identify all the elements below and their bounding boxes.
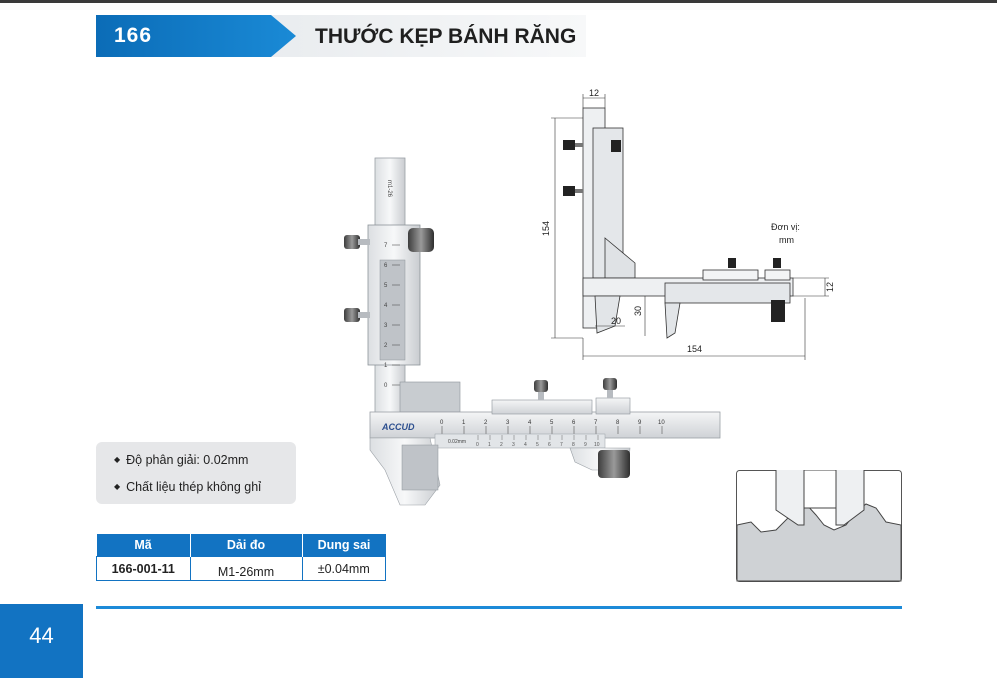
vernier-tick-label: 9 [584,442,587,448]
bullet-icon: ◆ [114,455,121,464]
screw-icon [728,258,736,268]
vtick-label: 7 [384,243,388,249]
page-number: 44 [0,604,83,678]
htick-label: 5 [550,420,554,426]
screw-icon [563,140,575,150]
unit-label: Đơn vị: [771,222,800,232]
vtick-label: 2 [384,343,388,349]
bullet-icon: ◆ [114,482,121,491]
htick-label: 6 [572,420,576,426]
dim-length: 154 [687,344,702,354]
vernier-tick-label: 8 [572,442,575,448]
vernier-tick-label: 6 [548,442,551,448]
product-title: THƯỚC KẸP BÁNH RĂNG [315,25,577,48]
brand-logo: ACCUD [381,422,415,432]
col-header-code: Mã [96,534,191,557]
htick-label: 0 [440,420,444,426]
main-scale [441,426,663,434]
vernier-tick-label: 4 [524,442,527,448]
knob-icon [344,308,360,322]
vernier-tick-label: 1 [488,442,491,448]
technical-drawing: 12 154 20 30 154 12 Đơn vị: mm [541,88,835,360]
htick-label: 7 [594,420,598,426]
dim-jaw-depth: 30 [633,306,643,316]
spec-material: ◆Chất liệu thép không ghỉ [114,480,261,494]
vernier-scale [477,435,599,440]
vertical-scale-label: m1-26 [386,180,392,198]
screw-icon [773,258,781,268]
vtick-label: 3 [384,323,388,329]
section-header: 166 THƯỚC KẸP BÁNH RĂNG [96,15,586,57]
htick-label: 3 [506,420,510,426]
vernier-tick-label: 0 [476,442,479,448]
wheel-knob-icon [408,228,434,252]
col-header-tolerance: Dung sai [302,534,386,557]
product-number: 166 [114,24,153,47]
htick-label: 8 [616,420,620,426]
vernier-tick-label: 7 [560,442,563,448]
gear-teeth [736,503,902,582]
vtick-label: 0 [384,383,388,389]
header-number-band [96,15,296,57]
vtick-label: 1 [384,363,388,369]
vtick-label: 4 [384,303,388,309]
caliper-photo: 7 6 5 4 3 2 1 0 m1-26 0 1 2 3 4 5 6 7 8 … [344,157,721,506]
htick-label: 9 [638,420,642,426]
vernier-label: 0.02mm [448,439,466,445]
cell-range: M1-26mm [189,556,303,581]
top-rule [0,0,997,3]
htick-label: 1 [462,420,466,426]
vtick-label: 6 [384,263,388,269]
spec-box: ◆Độ phân giải: 0.02mm ◆Chất liệu thép kh… [96,442,296,504]
vernier-tick-label: 2 [500,442,503,448]
wheel-knob-icon [598,450,630,478]
vernier-tick-label: 10 [594,442,600,448]
bottom-rule [96,606,902,609]
screw-icon [563,186,575,196]
spec-resolution: ◆Độ phân giải: 0.02mm [114,453,249,467]
header-title-band [264,15,586,57]
col-header-range: Dải đo [190,534,303,557]
dimension-lines [551,94,829,360]
vernier-tick-label: 5 [536,442,539,448]
dim-jaw-gap: 20 [611,316,621,326]
knob-icon [344,235,360,249]
vertical-scale [392,244,400,386]
htick-label: 4 [528,420,532,426]
dim-height: 154 [541,221,551,236]
table-row: 166-001-11 M1-26mm ±0.04mm [96,556,386,581]
knob-icon [603,378,617,390]
vernier-slider [434,433,606,449]
cell-code: 166-001-11 [96,556,191,581]
knob-icon [534,380,548,392]
vernier-tick-label: 3 [512,442,515,448]
product-table: Mã Dải đo Dung sai 166-001-11 M1-26mm ±0… [96,534,386,581]
vtick-label: 5 [384,283,388,289]
dim-top-width: 12 [589,88,599,98]
htick-label: 10 [658,420,665,426]
unit-value: mm [779,235,794,245]
horizontal-beam [369,411,721,439]
dim-right-thickness: 12 [825,282,835,292]
gear-detail-illustration [736,470,902,582]
cell-tolerance: ±0.04mm [301,556,386,581]
htick-label: 2 [484,420,488,426]
